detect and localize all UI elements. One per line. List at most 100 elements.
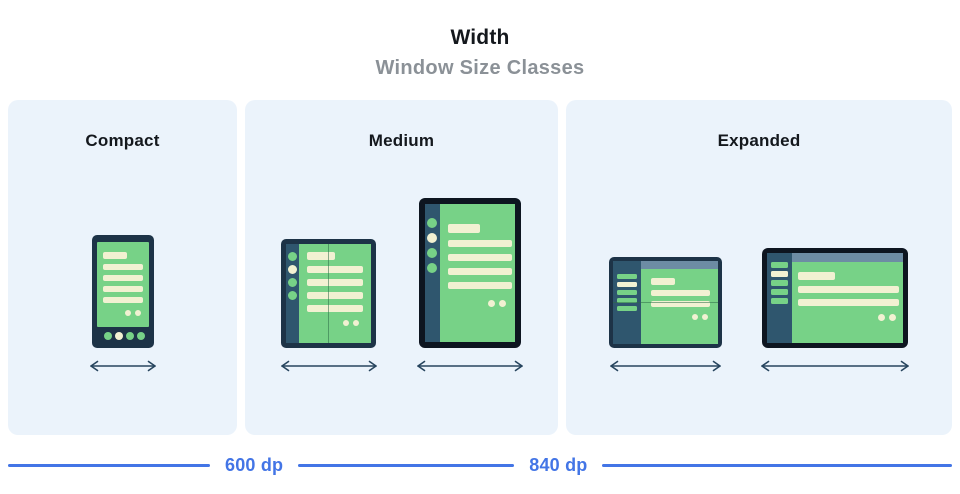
dot-icon <box>343 320 349 326</box>
diagram-header: Width Window Size Classes <box>0 26 960 80</box>
rail-item <box>770 280 788 286</box>
ruler-line <box>602 463 952 467</box>
dot-icon <box>888 314 896 321</box>
text-line-placeholder <box>307 292 363 299</box>
foldable-landscape-illustration <box>608 257 722 348</box>
text-line-placeholder <box>650 301 710 307</box>
text-line-placeholder <box>447 254 512 261</box>
dot-icon <box>124 310 131 316</box>
text-line-placeholder <box>447 268 512 275</box>
rail-item <box>616 306 637 311</box>
panel-expanded: Expanded <box>566 100 952 435</box>
panel-label-compact: Compact <box>85 131 160 150</box>
phone-screen <box>96 242 149 327</box>
text-line-placeholder <box>797 286 899 293</box>
text-line-placeholder <box>102 297 143 303</box>
rail-item <box>770 298 788 304</box>
panel-label-medium: Medium <box>368 131 435 150</box>
dot-icon <box>134 310 141 316</box>
rail-item <box>616 298 637 303</box>
tablet-portrait-illustration <box>418 198 521 348</box>
rail-dot-icon <box>288 252 297 261</box>
diagram-title: Width <box>450 26 510 49</box>
rail-item <box>770 289 788 295</box>
foldable-screen <box>299 244 371 343</box>
heading-placeholder <box>307 252 335 260</box>
medium-foldable-figure <box>279 239 379 373</box>
rail-item <box>770 262 788 268</box>
dot-icon <box>701 314 708 320</box>
foldable-portrait-illustration <box>281 239 376 348</box>
dot-icon <box>877 314 885 321</box>
ruler-line <box>8 463 210 467</box>
rail-item <box>616 274 637 279</box>
text-line-placeholder <box>307 305 363 312</box>
panel-medium: Medium <box>245 100 558 435</box>
nav-rail <box>424 204 440 342</box>
width-arrow-icon <box>416 360 523 372</box>
tablet-screen <box>439 204 515 342</box>
width-arrow-icon <box>609 360 721 372</box>
expanded-foldable-figure <box>608 257 723 373</box>
action-dots <box>651 314 710 320</box>
phone-illustration <box>91 235 154 348</box>
rail-item <box>616 282 637 287</box>
text-line-placeholder <box>797 299 899 306</box>
rail-dot-icon <box>427 248 437 258</box>
dot-icon <box>691 314 698 320</box>
sidebar-rail <box>766 253 792 343</box>
medium-tablet-figure <box>415 198 525 373</box>
text-line-placeholder <box>102 286 143 292</box>
nav-dot-icon <box>136 331 145 340</box>
nav-dot-icon <box>125 331 134 340</box>
laptop-illustration <box>761 248 908 348</box>
size-class-panels: Compact <box>8 100 952 435</box>
action-dots <box>448 300 512 307</box>
rail-dot-icon <box>427 218 437 228</box>
rail-dot-icon <box>288 265 297 274</box>
dp-breakpoint-ruler: 600 dp 840 dp <box>8 453 952 477</box>
ruler-label-600dp: 600 dp <box>225 454 284 475</box>
app-top-bar <box>640 261 718 269</box>
panel-compact: Compact <box>8 100 237 435</box>
rail-item <box>770 271 788 277</box>
expanded-laptop-figure <box>759 248 911 373</box>
rail-dot-icon <box>427 233 437 243</box>
compact-device-figure <box>88 235 158 373</box>
nav-dot-icon <box>114 331 123 340</box>
rail-dot-icon <box>288 278 297 287</box>
text-line-placeholder <box>307 279 363 286</box>
diagram-subtitle: Window Size Classes <box>375 57 585 79</box>
text-line-placeholder <box>447 240 512 247</box>
text-line-placeholder <box>307 266 363 273</box>
action-dots <box>307 320 363 326</box>
heading-placeholder <box>797 272 835 280</box>
dot-icon <box>498 300 506 307</box>
nav-rail <box>286 244 299 343</box>
foldable-landscape-screen <box>640 269 718 344</box>
dot-icon <box>353 320 359 326</box>
heading-placeholder <box>102 252 127 259</box>
width-arrow-icon <box>760 360 909 372</box>
ruler-label-840dp: 840 dp <box>529 454 588 475</box>
nav-dot-icon <box>103 331 112 340</box>
panel-label-expanded: Expanded <box>717 131 801 150</box>
width-arrow-icon <box>280 360 377 372</box>
app-top-bar <box>791 253 903 262</box>
rail-item <box>616 290 637 295</box>
text-line-placeholder <box>102 275 143 281</box>
heading-placeholder <box>650 278 675 285</box>
text-line-placeholder <box>650 290 710 296</box>
phone-nav-bar <box>97 327 149 344</box>
dot-icon <box>487 300 495 307</box>
text-line-placeholder <box>447 282 512 289</box>
ruler-line <box>298 463 515 467</box>
fold-line <box>612 302 718 303</box>
laptop-screen <box>791 262 903 343</box>
action-dots <box>798 314 899 321</box>
width-arrow-icon <box>89 360 156 372</box>
action-dots <box>103 310 143 316</box>
heading-placeholder <box>447 224 480 233</box>
rail-dot-icon <box>427 263 437 273</box>
